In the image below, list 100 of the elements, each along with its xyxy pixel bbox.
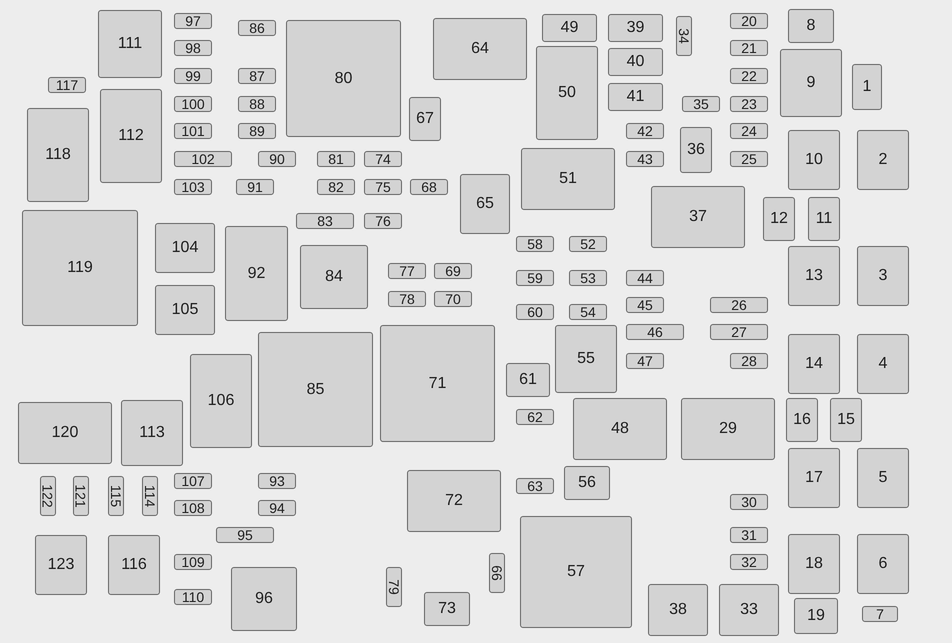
fuse-slot: 78: [388, 291, 426, 307]
relay-slot: 18: [788, 534, 840, 594]
relay-slot: 51: [521, 148, 615, 210]
relay-slot: 10: [788, 130, 840, 190]
relay-slot: 2: [857, 130, 909, 190]
fuse-slot: 43: [626, 151, 664, 167]
relay-slot: 6: [857, 534, 909, 594]
relay-slot: 71: [380, 325, 495, 442]
fuse-slot: 66: [489, 553, 505, 593]
relay-slot: 67: [409, 97, 441, 141]
relay-slot: 104: [155, 223, 215, 273]
relay-slot: 19: [794, 598, 838, 634]
relay-slot: 40: [608, 48, 663, 76]
fuse-slot: 28: [730, 353, 768, 369]
fuse-slot: 87: [238, 68, 276, 84]
fuse-slot: 46: [626, 324, 684, 340]
relay-slot: 80: [286, 20, 401, 137]
fuse-slot: 115: [108, 476, 124, 516]
relay-slot: 73: [424, 592, 470, 626]
fuse-slot: 102: [174, 151, 232, 167]
relay-slot: 12: [763, 197, 795, 241]
fuse-slot: 88: [238, 96, 276, 112]
relay-slot: 16: [786, 398, 818, 442]
fuse-slot: 54: [569, 304, 607, 320]
fuse-slot: 99: [174, 68, 212, 84]
fuse-slot: 98: [174, 40, 212, 56]
fuse-slot: 31: [730, 527, 768, 543]
fuse-slot: 24: [730, 123, 768, 139]
relay-slot: 14: [788, 334, 840, 394]
relay-slot: 17: [788, 448, 840, 508]
relay-slot: 85: [258, 332, 373, 447]
fuse-slot: 59: [516, 270, 554, 286]
fuse-slot: 20: [730, 13, 768, 29]
fuse-slot: 23: [730, 96, 768, 112]
fuse-slot: 47: [626, 353, 664, 369]
fuse-slot: 109: [174, 554, 212, 570]
fuse-slot: 70: [434, 291, 472, 307]
relay-slot: 29: [681, 398, 775, 460]
fuse-slot: 75: [364, 179, 402, 195]
relay-slot: 113: [121, 400, 183, 466]
fuse-slot: 108: [174, 500, 212, 516]
relay-slot: 72: [407, 470, 501, 532]
fuse-slot: 26: [710, 297, 768, 313]
fuse-slot: 53: [569, 270, 607, 286]
relay-slot: 9: [780, 49, 842, 117]
fuse-slot: 77: [388, 263, 426, 279]
fuse-slot: 42: [626, 123, 664, 139]
relay-slot: 50: [536, 46, 598, 140]
fuse-slot: 68: [410, 179, 448, 195]
relay-slot: 41: [608, 83, 663, 111]
fuse-slot: 7: [862, 606, 898, 622]
fuse-slot: 35: [682, 96, 720, 112]
fuse-slot: 63: [516, 478, 554, 494]
fuse-slot: 62: [516, 409, 554, 425]
relay-slot: 36: [680, 127, 712, 173]
relay-slot: 118: [27, 108, 89, 202]
fuse-slot: 86: [238, 20, 276, 36]
relay-slot: 92: [225, 226, 288, 321]
relay-slot: 39: [608, 14, 663, 42]
relay-slot: 37: [651, 186, 745, 248]
fuse-slot: 117: [48, 77, 86, 93]
relay-slot: 38: [648, 584, 708, 636]
relay-slot: 55: [555, 325, 617, 393]
fuse-slot: 93: [258, 473, 296, 489]
relay-slot: 57: [520, 516, 632, 628]
fuse-slot: 58: [516, 236, 554, 252]
fuse-slot: 90: [258, 151, 296, 167]
relay-slot: 1: [852, 64, 882, 110]
fuse-slot: 52: [569, 236, 607, 252]
fuse-slot: 89: [238, 123, 276, 139]
fuse-slot: 81: [317, 151, 355, 167]
fuse-slot: 110: [174, 589, 212, 605]
fuse-slot: 97: [174, 13, 212, 29]
relay-slot: 65: [460, 174, 510, 234]
relay-slot: 105: [155, 285, 215, 335]
fuse-slot: 122: [40, 476, 56, 516]
relay-slot: 49: [542, 14, 597, 42]
relay-slot: 123: [35, 535, 87, 595]
fuse-slot: 69: [434, 263, 472, 279]
relay-slot: 4: [857, 334, 909, 394]
relay-slot: 106: [190, 354, 252, 448]
fuse-slot: 76: [364, 213, 402, 229]
fuse-slot: 60: [516, 304, 554, 320]
relay-slot: 56: [564, 466, 610, 500]
fuse-slot: 30: [730, 494, 768, 510]
relay-slot: 3: [857, 246, 909, 306]
fuse-slot: 44: [626, 270, 664, 286]
relay-slot: 120: [18, 402, 112, 464]
fuse-slot: 22: [730, 68, 768, 84]
relay-slot: 5: [857, 448, 909, 508]
relay-slot: 96: [231, 567, 297, 631]
relay-slot: 13: [788, 246, 840, 306]
fuse-slot: 74: [364, 151, 402, 167]
relay-slot: 119: [22, 210, 138, 326]
fuse-slot: 101: [174, 123, 212, 139]
fuse-slot: 95: [216, 527, 274, 543]
relay-slot: 61: [506, 363, 550, 397]
fuse-slot: 121: [73, 476, 89, 516]
relay-slot: 11: [808, 197, 840, 241]
fuse-slot: 94: [258, 500, 296, 516]
